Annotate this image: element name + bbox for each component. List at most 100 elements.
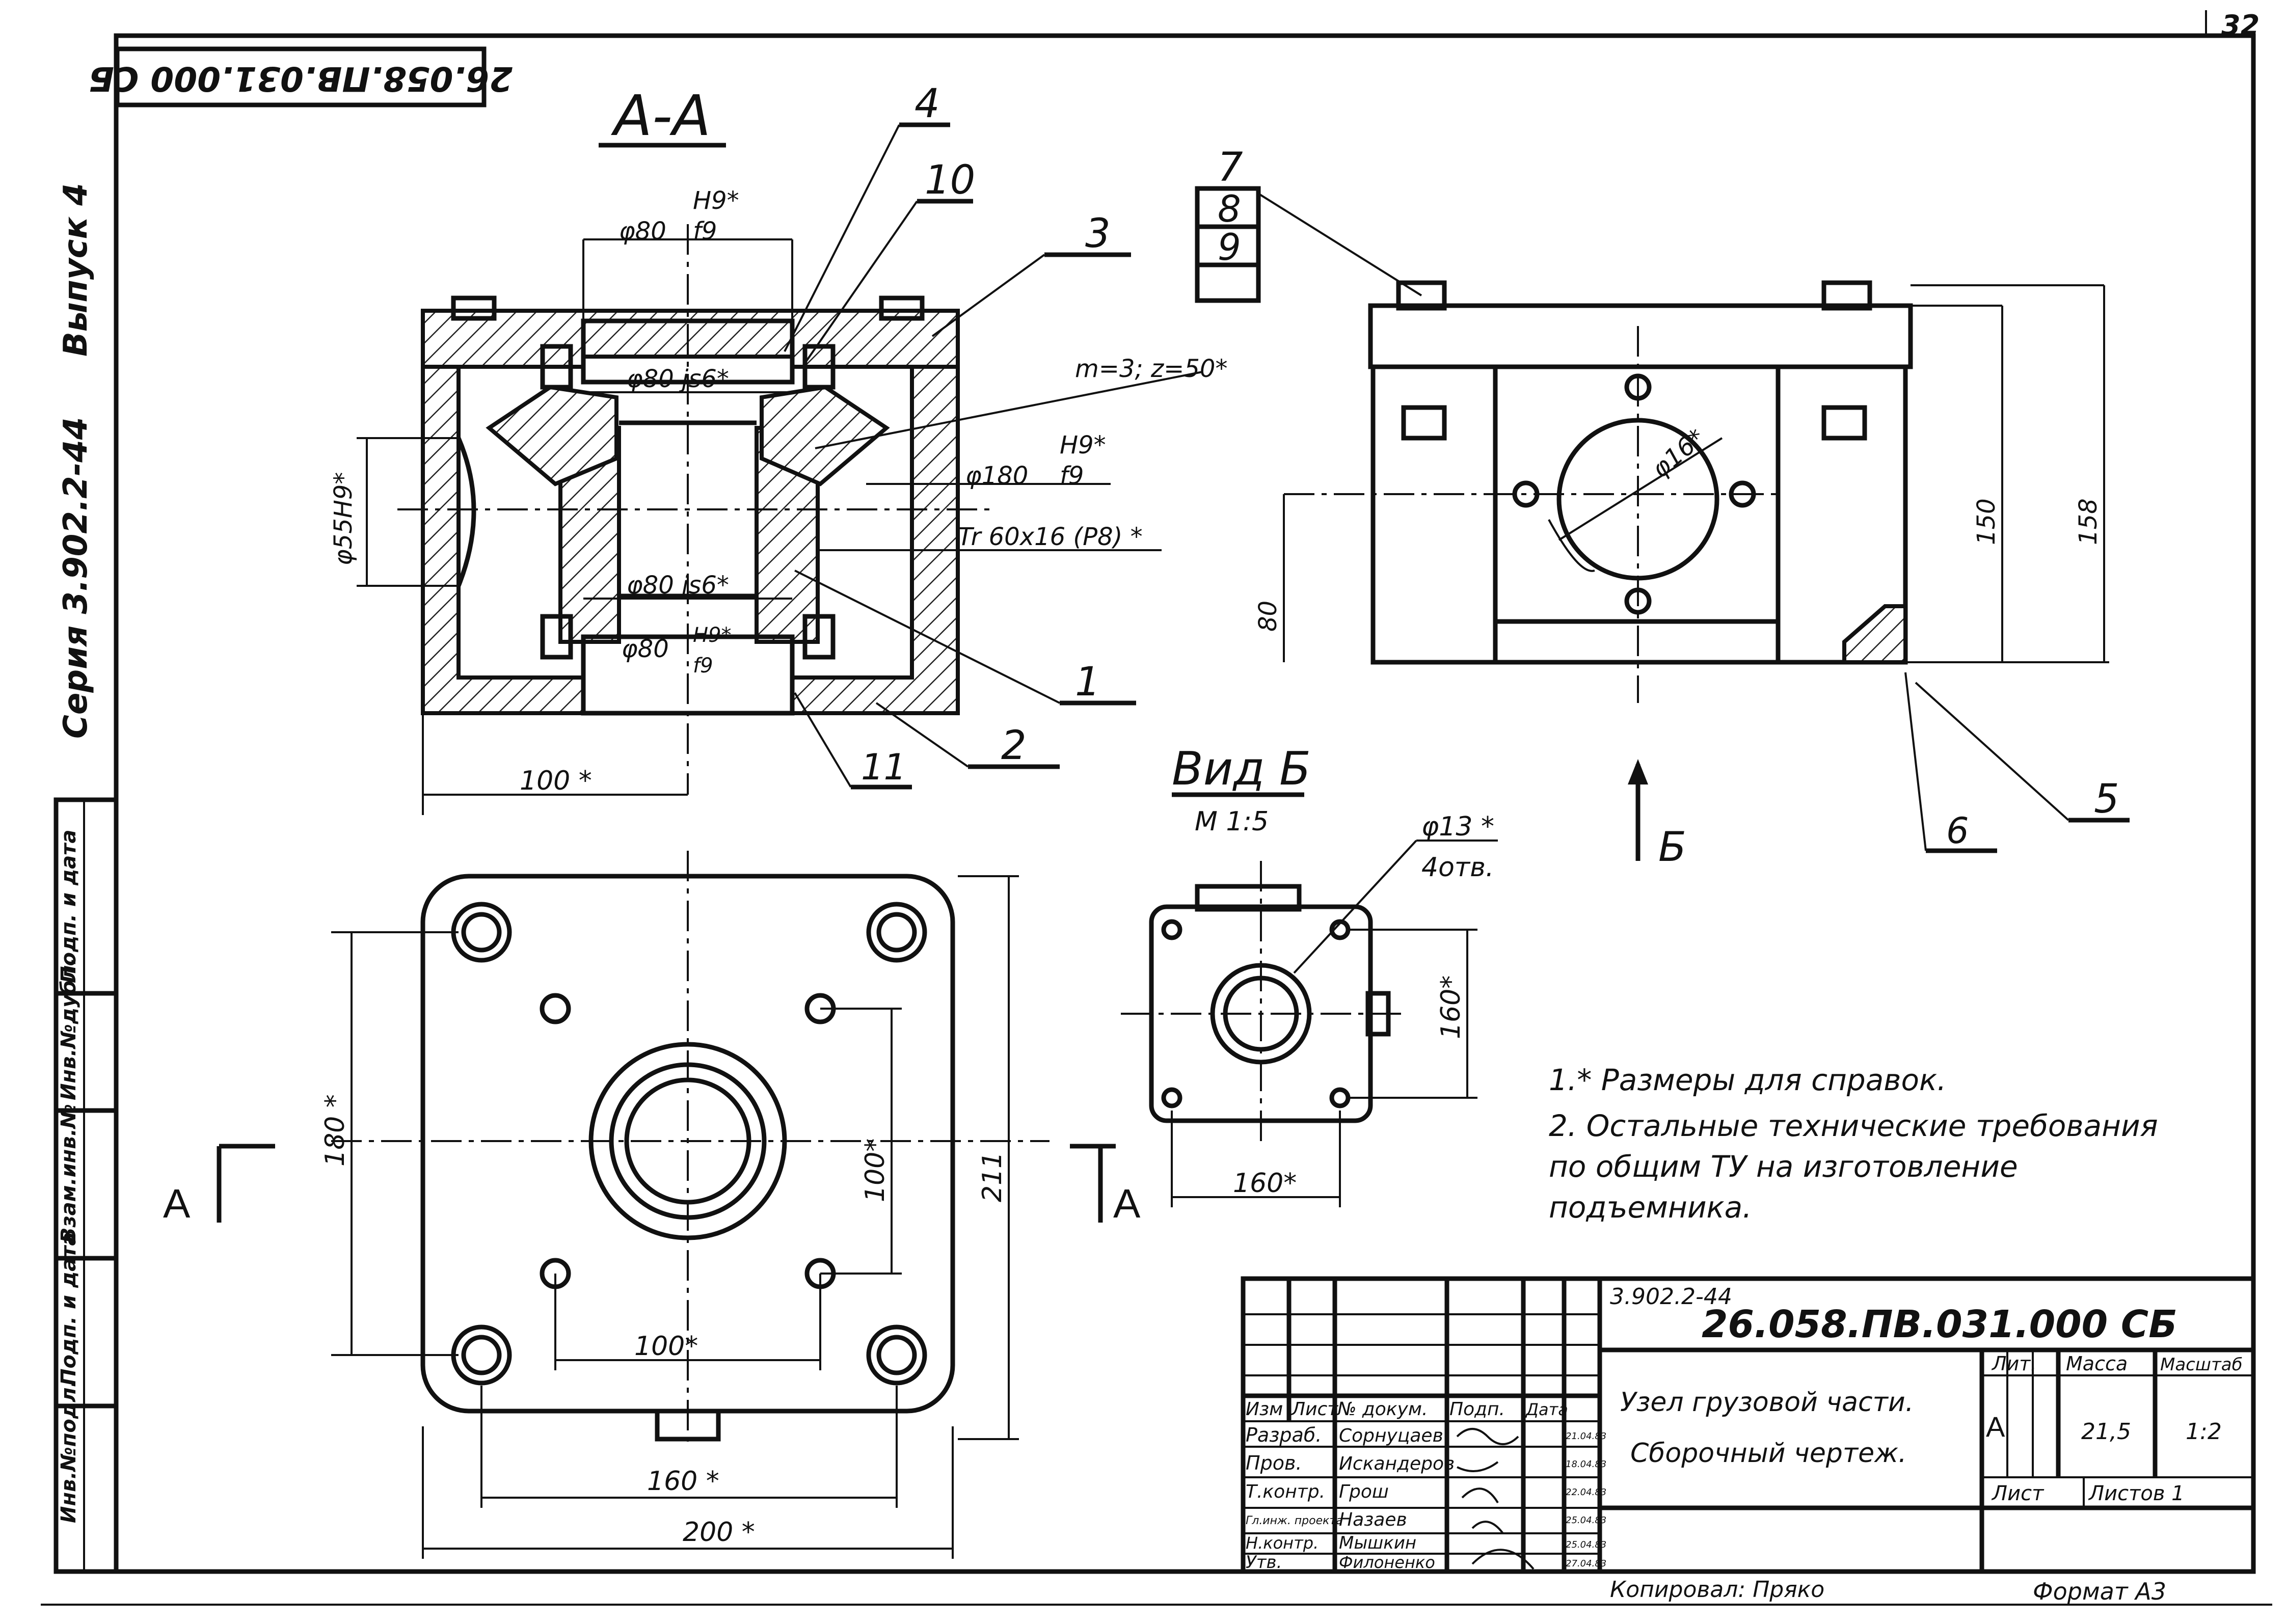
dim-fit-bottom-upper: H9* bbox=[693, 624, 732, 647]
dim-h100: 100* bbox=[634, 1331, 698, 1362]
svg-text:25.04.83: 25.04.83 bbox=[1566, 1539, 1606, 1550]
svg-text:Дата: Дата bbox=[1525, 1400, 1568, 1419]
dim-w100: 100 * bbox=[520, 766, 592, 796]
dim-v211: 211 bbox=[977, 1152, 1008, 1202]
dim-fit-180-lower: f9 bbox=[1060, 462, 1084, 490]
svg-text:Б: Б bbox=[1658, 823, 1686, 871]
dim-fit-bottom-lower: f9 bbox=[693, 654, 713, 678]
dim-bore-top: φ80 bbox=[619, 217, 666, 246]
dim-js6-top: φ80 js6* bbox=[627, 365, 729, 393]
svg-text:Т.контр.: Т.контр. bbox=[1246, 1481, 1325, 1502]
view-arrow-b: Б bbox=[1628, 759, 1686, 871]
svg-text:Назаев: Назаев bbox=[1339, 1509, 1407, 1530]
mass-value: 21,5 bbox=[2081, 1419, 2131, 1445]
svg-text:Н.контр.: Н.контр. bbox=[1246, 1533, 1319, 1553]
dim-v180: 180 * bbox=[320, 1094, 351, 1167]
drawing-code-rotated: 26.058.ПВ.031.000 СБ bbox=[89, 59, 513, 98]
dim-gear: m=3; z=50* bbox=[1075, 355, 1227, 383]
sheet-frame: 32 bbox=[41, 9, 2272, 1606]
stamp-label-4: Инв.№дубл. bbox=[57, 957, 80, 1100]
svg-text:6: 6 bbox=[1946, 810, 1969, 852]
mass-header: Масса bbox=[2066, 1352, 2128, 1375]
note-3: по общим ТУ на изготовление bbox=[1549, 1149, 2018, 1184]
svg-text:11: 11 bbox=[861, 746, 906, 788]
callout-4: 4 bbox=[784, 81, 950, 352]
lit-header: Лит. bbox=[1991, 1352, 2037, 1375]
side-series: Серия 3.902.2-44 bbox=[57, 417, 95, 739]
dim-fit-180-upper: H9* bbox=[1060, 431, 1106, 459]
scale-header: Масштаб bbox=[2160, 1355, 2243, 1375]
side-issue: Выпуск 4 bbox=[57, 183, 95, 357]
svg-text:Утв.: Утв. bbox=[1246, 1552, 1282, 1573]
stamp-label-5: Подп. и дата bbox=[57, 830, 80, 983]
title-block-headers: Изм Лист № докум. Подп. Дата bbox=[1246, 1399, 1568, 1420]
callout-3: 3 bbox=[931, 211, 1131, 337]
svg-text:27.04.83: 27.04.83 bbox=[1566, 1558, 1606, 1569]
svg-text:8: 8 bbox=[1218, 187, 1241, 230]
footer-format: Формат А3 bbox=[2033, 1578, 2166, 1605]
dim-thread: Tr 60x16 (P8) * bbox=[958, 523, 1143, 551]
svg-text:Сорнуцаев: Сорнуцаев bbox=[1339, 1425, 1443, 1446]
sheet-label: Лист bbox=[1991, 1482, 2045, 1505]
svg-text:Искандеров: Искандеров bbox=[1339, 1453, 1455, 1474]
stamp-label-1: Инв.№подл. bbox=[57, 1379, 80, 1523]
svg-text:18.04.83: 18.04.83 bbox=[1566, 1459, 1606, 1470]
svg-text:А: А bbox=[1113, 1181, 1141, 1226]
svg-text:Мышкин: Мышкин bbox=[1339, 1533, 1416, 1553]
svg-text:Лист: Лист bbox=[1290, 1399, 1338, 1420]
note-1: 1.* Размеры для справок. bbox=[1549, 1063, 1946, 1097]
signatures bbox=[1456, 1428, 1535, 1570]
note-4: подъемника. bbox=[1549, 1190, 1752, 1225]
page-number: 32 bbox=[2221, 9, 2260, 41]
svg-text:10: 10 bbox=[925, 157, 975, 203]
title-block-roles: Разраб. Пров. Т.контр. Гл.инж. проекта Н… bbox=[1246, 1424, 1343, 1573]
dim-d55: φ55H9* bbox=[329, 472, 358, 565]
callout-11: 11 bbox=[794, 692, 912, 790]
callout-10: 10 bbox=[801, 157, 975, 368]
lit-value: А bbox=[1986, 1411, 2005, 1443]
title-designation: 26.058.ПВ.031.000 СБ bbox=[1702, 1303, 2177, 1346]
svg-text:1: 1 bbox=[1075, 659, 1100, 705]
section-mark-left: А bbox=[163, 1144, 275, 1226]
title-name-2: Сборочный чертеж. bbox=[1630, 1438, 1907, 1469]
svg-text:3: 3 bbox=[1085, 211, 1111, 257]
svg-text:Филоненко: Филоненко bbox=[1339, 1553, 1435, 1572]
dim-bore-bottom: φ80 bbox=[622, 635, 669, 663]
dim-d180: φ180 bbox=[965, 462, 1028, 490]
dim-js6-bottom: φ80 js6* bbox=[627, 571, 729, 600]
view-b-holes: φ13 * bbox=[1421, 811, 1494, 842]
svg-text:21.04.83: 21.04.83 bbox=[1566, 1431, 1606, 1442]
svg-text:№ докум.: № докум. bbox=[1336, 1399, 1428, 1420]
view-b-v160: 160* bbox=[1436, 976, 1466, 1039]
svg-text:5: 5 bbox=[2094, 776, 2119, 822]
view-b-scale: М 1:5 bbox=[1195, 806, 1269, 837]
scale-value: 1:2 bbox=[2186, 1419, 2222, 1445]
view-b-holes-count: 4отв. bbox=[1421, 852, 1494, 883]
svg-text:Подп.: Подп. bbox=[1449, 1399, 1505, 1420]
stamp-label-3: Взам.инв.№ bbox=[57, 1104, 80, 1243]
callout-6: 6 bbox=[1904, 672, 1997, 853]
svg-text:Гл.инж. проекта: Гл.инж. проекта bbox=[1246, 1514, 1343, 1527]
callout-2: 2 bbox=[875, 702, 1060, 769]
note-2: 2. Остальные технические требования bbox=[1549, 1108, 2158, 1143]
series-ref: 3.902.2-44 bbox=[1610, 1284, 1732, 1310]
svg-text:Разраб.: Разраб. bbox=[1246, 1424, 1322, 1446]
svg-text:Пров.: Пров. bbox=[1246, 1452, 1302, 1474]
title-block-dates: 21.04.83 18.04.83 22.04.83 25.04.83 25.0… bbox=[1566, 1431, 1606, 1569]
view-b-h160: 160* bbox=[1233, 1168, 1297, 1199]
view-b-title: Вид Б bbox=[1172, 742, 1311, 796]
svg-text:4: 4 bbox=[915, 81, 940, 127]
svg-text:9: 9 bbox=[1218, 226, 1241, 268]
dim-h80: 80 bbox=[1254, 601, 1282, 632]
section-view-a-a: А-А φ80 H9* f9 bbox=[329, 81, 1227, 815]
view-b: Вид Б М 1:5 φ13 * 4отв. 160* 160* bbox=[1121, 742, 1498, 1207]
svg-text:25.04.83: 25.04.83 bbox=[1566, 1515, 1606, 1526]
svg-text:А: А bbox=[163, 1181, 191, 1226]
title-block: Изм Лист № докум. Подп. Дата Разраб. Про… bbox=[1241, 1276, 2256, 1574]
svg-text:2: 2 bbox=[1001, 723, 1027, 769]
svg-text:Изм: Изм bbox=[1246, 1399, 1283, 1420]
svg-text:7: 7 bbox=[1218, 145, 1243, 191]
dim-fit-top-upper: H9* bbox=[693, 186, 739, 215]
rotated-code-box: 26.058.ПВ.031.000 СБ bbox=[89, 46, 513, 107]
